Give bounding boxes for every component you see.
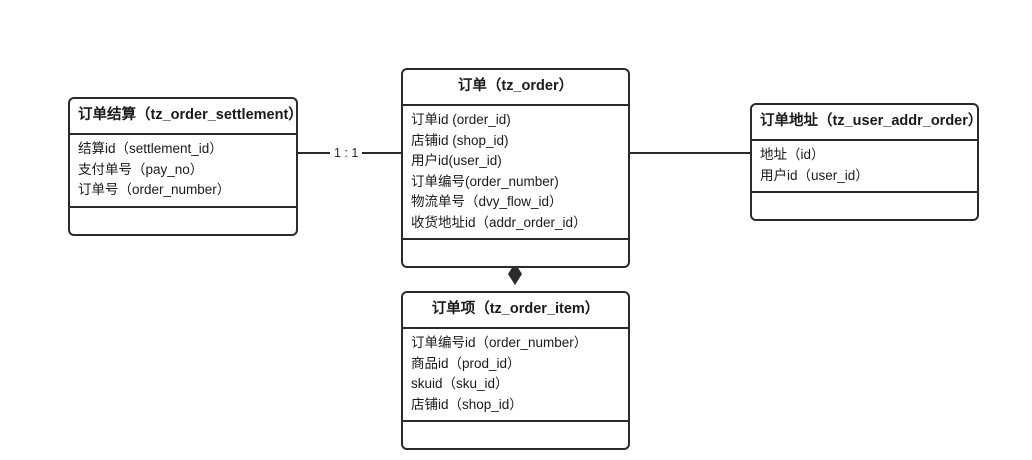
entity-title-order-settlement: 订单结算（tz_order_settlement）: [70, 99, 303, 136]
entity-field: skuid（sku_id）: [411, 376, 509, 392]
entity-order-settlement[interactable]: 订单结算（tz_order_settlement） 结算id（settlemen…: [68, 97, 303, 236]
entity-field: 店铺id（shop_id）: [411, 396, 523, 412]
entity-user-addr-order[interactable]: 订单地址（tz_user_addr_order） 地址（id） 用户id（use…: [750, 103, 982, 222]
entity-footer-order-settlement: [70, 208, 296, 234]
entity-field: 订单id (order_id): [411, 112, 511, 128]
entity-title-user-addr-order: 订单地址（tz_user_addr_order）: [752, 105, 982, 142]
entity-footer-order-item: [403, 422, 628, 448]
entity-footer-user-addr-order: [752, 193, 977, 219]
relationship-label-settlement-order: 1 : 1: [330, 145, 363, 162]
entity-field: 用户id（user_id）: [760, 167, 869, 183]
entity-field: 支付单号（pay_no）: [78, 161, 204, 177]
entity-field: 物流单号（dvy_flow_id）: [411, 194, 563, 210]
entity-footer-order: [403, 240, 628, 266]
entity-field: 地址（id）: [760, 147, 825, 163]
entity-order-item[interactable]: 订单项（tz_order_item） 订单编号id（order_number） …: [401, 291, 630, 451]
entity-title-order-item: 订单项（tz_order_item）: [403, 293, 628, 330]
entity-field: 结算id（settlement_id）: [78, 141, 223, 157]
entity-fields-order-settlement: 结算id（settlement_id） 支付单号（pay_no） 订单号（ord…: [70, 135, 296, 208]
entity-field: 用户id(user_id): [411, 153, 502, 169]
entity-field: 收货地址id（addr_order_id）: [411, 214, 587, 230]
entity-field: 订单编号id（order_number）: [411, 335, 588, 351]
entity-fields-user-addr-order: 地址（id） 用户id（user_id）: [752, 141, 977, 194]
entity-field: 订单号（order_number）: [78, 182, 231, 198]
entity-title-order: 订单（tz_order）: [403, 70, 628, 107]
connector-order-addr: [630, 152, 751, 154]
entity-fields-order-item: 订单编号id（order_number） 商品id（prod_id） skuid…: [403, 329, 628, 423]
entity-field: 店铺id (shop_id): [411, 132, 509, 148]
entity-fields-order: 订单id (order_id) 店铺id (shop_id) 用户id(user…: [403, 106, 628, 241]
entity-order[interactable]: 订单（tz_order） 订单id (order_id) 店铺id (shop_…: [401, 68, 630, 269]
entity-field: 订单编号(order_number): [411, 173, 559, 189]
entity-field: 商品id（prod_id）: [411, 355, 521, 371]
